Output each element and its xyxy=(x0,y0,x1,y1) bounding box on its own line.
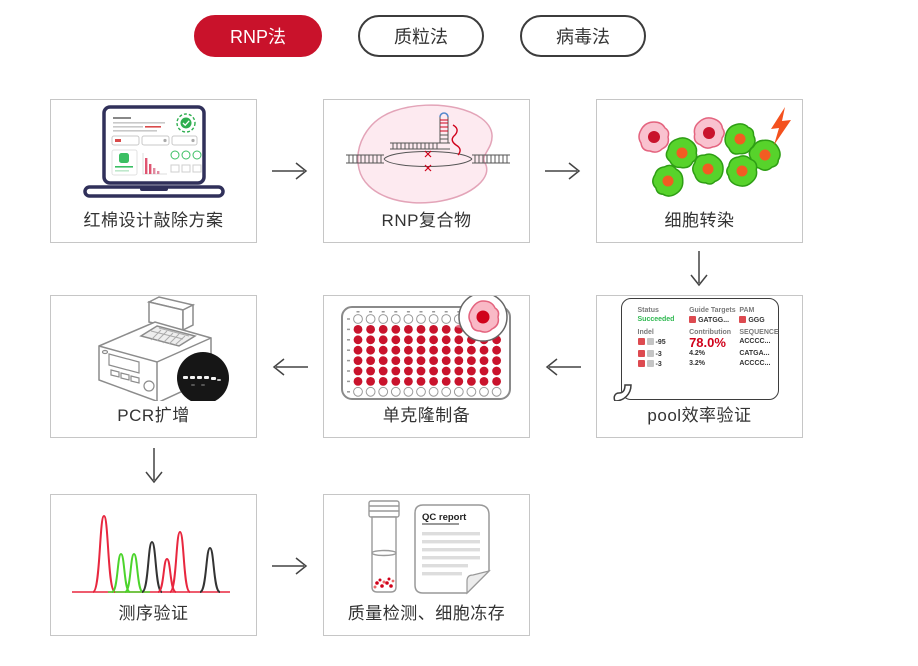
green-cell xyxy=(689,150,726,187)
step-transfection-label: 细胞转染 xyxy=(664,211,735,230)
green-cell xyxy=(646,159,689,203)
chromatogram-peak xyxy=(123,552,144,593)
sequence-cell: ACCCC... xyxy=(739,337,771,345)
pcr-machine-icon xyxy=(51,296,256,401)
col-contribution-header: Contribution xyxy=(689,328,732,336)
arrow-rnp-to-transfection xyxy=(545,162,581,180)
step-card-sequencing: 测序验证 xyxy=(50,494,257,636)
pool-report-table: Status Guide Targets PAM Succeeded GATGG… xyxy=(637,306,779,368)
arrow-pool-to-clone xyxy=(545,358,581,376)
chromatogram-peak xyxy=(110,552,131,593)
step-sequencing-label: 测序验证 xyxy=(118,604,189,623)
well-plate-icon xyxy=(324,296,529,401)
tab-virus-method[interactable]: 病毒法 xyxy=(520,15,647,57)
pink-cell xyxy=(637,121,669,153)
report-scroll: Status Guide Targets PAM Succeeded GATGG… xyxy=(612,297,779,401)
col-status-header: Status xyxy=(637,306,659,314)
status-value: Succeeded xyxy=(637,315,675,323)
indel-cell: -95 xyxy=(637,337,688,348)
chromatogram-peak xyxy=(91,514,116,593)
step-card-pcr: PCR扩增 xyxy=(50,295,257,438)
step-rnp-label: RNP复合物 xyxy=(381,211,472,230)
indel-cell: -3 xyxy=(637,359,688,368)
pink-cell xyxy=(688,113,729,153)
green-cell xyxy=(721,151,762,191)
arrow-clone-to-pcr xyxy=(272,358,308,376)
chromatogram-peak xyxy=(140,540,163,593)
tab-plasmid-method[interactable]: 质粒法 xyxy=(358,15,485,57)
step-pool-label: pool效率验证 xyxy=(647,406,752,425)
chromatogram-peak xyxy=(168,530,191,593)
chromatogram-peak xyxy=(156,557,177,593)
col-guide-header: Guide Targets xyxy=(689,306,736,314)
well-plate-wells xyxy=(352,313,502,397)
arrow-design-to-rnp xyxy=(272,162,308,180)
col-indel-header: Indel xyxy=(637,328,654,336)
contribution-cell: 4.2% xyxy=(689,349,706,357)
rnp-complex-icon xyxy=(324,100,529,206)
contribution-cell: 78.0% xyxy=(689,334,726,350)
lightning-icon xyxy=(770,107,791,145)
magnified-cell xyxy=(467,299,499,333)
step-design-label: 红棉设计敲除方案 xyxy=(83,211,224,230)
frozen-cells xyxy=(373,577,394,589)
qc-document: QC report xyxy=(413,504,491,595)
col-sequence-header: SEQUENCE xyxy=(739,328,779,336)
step-qc-label: 质量检测、细胞冻存 xyxy=(347,604,506,623)
step-card-clone: 单克隆制备 xyxy=(323,295,530,438)
step-card-qc: QC report 质量检测、细胞冻存 xyxy=(323,494,530,636)
pool-report-icon: Status Guide Targets PAM Succeeded GATGG… xyxy=(597,296,802,401)
cells-electroporation-icon xyxy=(597,100,802,206)
green-cell xyxy=(720,119,759,159)
cryovial-icon xyxy=(367,500,400,593)
sequence-cell: ACCCC... xyxy=(739,359,771,367)
step-card-design: 红棉设计敲除方案 xyxy=(50,99,257,243)
arrow-pcr-to-sequencing xyxy=(145,448,163,484)
chromatogram-peak xyxy=(198,546,221,593)
step-clone-label: 单克隆制备 xyxy=(382,406,471,425)
sequence-cell: CATGA... xyxy=(739,349,770,357)
pam-badge xyxy=(739,315,747,323)
col-pam-header: PAM xyxy=(739,306,755,314)
guide-badge xyxy=(689,315,697,323)
indel-cell: -3 xyxy=(637,349,688,358)
arrow-sequencing-to-qc xyxy=(272,557,308,575)
step-card-pool: Status Guide Targets PAM Succeeded GATGG… xyxy=(596,295,803,438)
guide-value: GATGG... xyxy=(689,315,737,324)
qc-report-title: QC report xyxy=(422,512,467,523)
step-pcr-label: PCR扩增 xyxy=(117,406,190,425)
green-cell xyxy=(659,131,704,175)
chromatogram-icon xyxy=(51,495,256,599)
laptop-dashboard-icon xyxy=(51,100,256,206)
method-tabs: RNP法 质粒法 病毒法 xyxy=(194,15,647,57)
step-card-transfection: 细胞转染 xyxy=(596,99,803,243)
green-cell xyxy=(743,133,786,176)
pam-value: GGG xyxy=(739,315,775,324)
step-card-rnp: RNP复合物 xyxy=(323,99,530,243)
tab-rnp-method[interactable]: RNP法 xyxy=(194,15,323,57)
qc-report-icon: QC report xyxy=(324,495,529,599)
arrow-transfection-to-pool xyxy=(690,251,708,287)
contribution-cell: 3.2% xyxy=(689,359,706,367)
scroll-curl xyxy=(612,383,632,401)
